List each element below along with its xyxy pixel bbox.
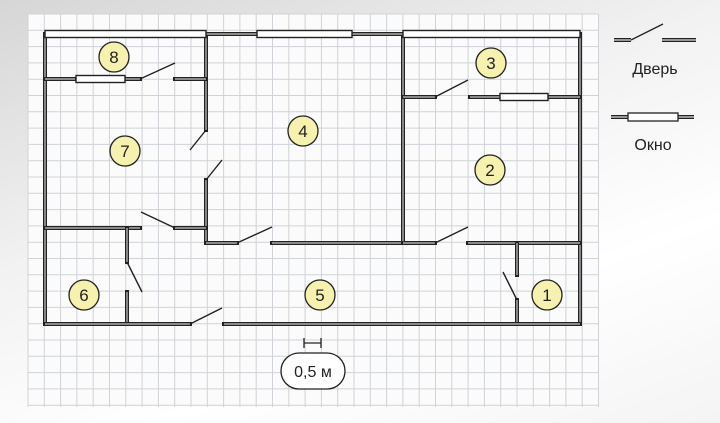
legend: Дверь Окно (611, 23, 696, 154)
room-badge-circle (68, 279, 100, 311)
room-number: 6 (79, 286, 88, 305)
window (402, 29, 581, 39)
door (434, 79, 469, 98)
room-badge-1: 1 (531, 279, 563, 311)
room-number: 2 (485, 161, 494, 180)
room-badge-3: 3 (475, 47, 507, 79)
room-number: 4 (298, 122, 307, 141)
scale-pill (280, 352, 346, 390)
room-number: 3 (486, 54, 495, 73)
room-badge-circle (304, 279, 336, 311)
window (44, 29, 207, 39)
room-badge-7: 7 (109, 135, 141, 167)
legend-door-icon (614, 23, 696, 42)
walls (43, 32, 582, 326)
room-badge-circle (474, 154, 506, 186)
room-badge-circle (531, 279, 563, 311)
room-number: 1 (542, 286, 551, 305)
door (139, 62, 176, 80)
door (205, 159, 223, 181)
door (502, 271, 518, 301)
room-number: 8 (109, 48, 118, 67)
door (126, 261, 143, 293)
room-badge-circle (98, 41, 130, 73)
door (189, 129, 207, 151)
legend-window-label: Окно (634, 137, 671, 154)
legend-window-icon (611, 112, 694, 122)
windows (44, 29, 581, 102)
door (236, 226, 273, 244)
scale-indicator: 0,5 м (280, 338, 346, 390)
door (434, 226, 469, 244)
room-labels: 1 2 3 4 5 6 7 8 (68, 41, 563, 311)
room-badge-6: 6 (68, 279, 100, 311)
room-number: 5 (315, 286, 324, 305)
room-badge-8: 8 (98, 41, 130, 73)
grid-background (28, 14, 598, 407)
door (140, 211, 176, 229)
room-badge-circle (109, 135, 141, 167)
window (256, 29, 353, 39)
legend-door-label: Дверь (632, 61, 677, 78)
room-badge-4: 4 (287, 115, 319, 147)
grid-paper (27, 13, 599, 407)
room-badge-5: 5 (304, 279, 336, 311)
window (75, 74, 126, 84)
room-badge-circle (287, 115, 319, 147)
doors (126, 62, 518, 325)
room-badge-2: 2 (474, 154, 506, 186)
room-number: 7 (120, 142, 129, 161)
door (189, 307, 223, 325)
window (499, 92, 549, 102)
scale-label: 0,5 м (294, 364, 332, 381)
room-badge-circle (475, 47, 507, 79)
